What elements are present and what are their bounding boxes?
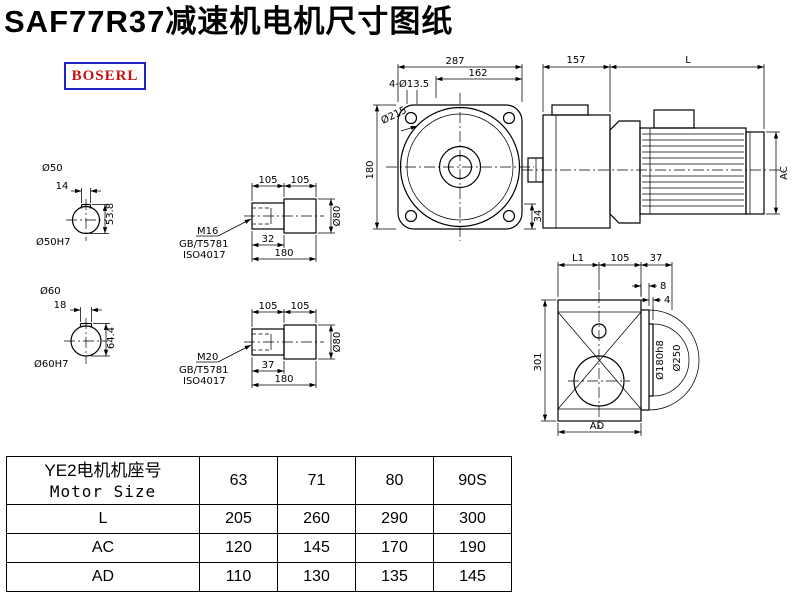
dim-front-height: 180 [365, 160, 376, 179]
shaft-end-view-m20: 105 105 37 180 Ø80 M20 GB/T5781 ISO4017 [179, 301, 343, 388]
dim-side-len1: 157 [566, 55, 585, 66]
brand-logo: BOSERL [64, 62, 146, 90]
col-header-71: 71 [277, 456, 356, 505]
motor-size-header-cn: YE2电机机座号 [44, 460, 162, 480]
cell-ac-90s: 190 [433, 533, 512, 563]
cell-ac-80: 170 [355, 533, 434, 563]
flange-square [397, 104, 523, 230]
bolt-hole [502, 209, 516, 223]
dim-d50-keyway-width: 14 [56, 181, 69, 192]
label-shaft2-std2: ISO4017 [183, 376, 226, 387]
dim-d60-keyway-width: 18 [54, 300, 67, 311]
dim-shaft1-len: 32 [262, 234, 275, 245]
fan-cover [745, 131, 765, 215]
col-header-80: 80 [355, 456, 434, 505]
label-shaft2-std1: GB/T5781 [179, 365, 229, 376]
front-view: 287 162 4-Ø13.5 Ø215 180 34 [365, 56, 544, 241]
row-label-ad: AD [6, 562, 200, 592]
page-title: SAF77R37减速机电机尺寸图纸 [4, 4, 454, 39]
flange-circle-d215 [399, 106, 521, 228]
dim-shaft2-seg2: 105 [290, 301, 309, 312]
row-label-ac: AC [6, 533, 200, 563]
dim-shaft1-seg2: 105 [290, 175, 309, 186]
flange-arc-d250 [648, 309, 700, 411]
dim-output-len1: L1 [572, 253, 584, 264]
motor-adapter [609, 120, 641, 224]
label-d50: Ø50 [42, 162, 63, 174]
dim-output-len2: 105 [610, 253, 629, 264]
dim-shaft2-total: 180 [274, 374, 293, 385]
dim-d60-height: 64.4 [106, 327, 117, 349]
row-label-l: L [6, 504, 200, 534]
dim-output-t3: 4 [664, 295, 670, 306]
label-d60: Ø60 [40, 285, 61, 297]
dim-front-width: 287 [445, 56, 464, 67]
section-view-d50: 14 53.8 Ø50 Ø50H7 [36, 162, 116, 248]
cell-ad-90s: 145 [433, 562, 512, 592]
dim-output-t1: 37 [650, 253, 663, 264]
dim-front-holes: 4-Ø13.5 [389, 78, 429, 90]
table-row-ad: AD 110 130 135 145 [6, 562, 512, 592]
dim-output-height: 301 [533, 352, 544, 371]
label-shaft1-std1: GB/T5781 [179, 239, 229, 250]
cell-ac-63: 120 [199, 533, 278, 563]
terminal-box [653, 109, 695, 129]
section-view-d60: 18 64.4 Ø60 Ø60H7 [34, 285, 117, 370]
dim-front-offset: 34 [533, 210, 544, 223]
bolt-hole [502, 111, 516, 125]
output-housing [557, 299, 642, 422]
bolt-hole [404, 111, 418, 125]
label-d60-fit: Ø60H7 [34, 358, 68, 370]
label-shaft1-thread: M16 [197, 226, 218, 237]
table-header-row: YE2电机机座号 Motor Size 63 71 80 90S [6, 456, 512, 505]
dim-shaft1-total: 180 [274, 248, 293, 259]
dim-shaft1-seg1: 105 [258, 175, 277, 186]
label-shaft2-thread: M20 [197, 352, 218, 363]
table-row-l: L 205 260 290 300 [6, 504, 512, 534]
dim-shaft2-len: 37 [262, 360, 275, 371]
spigot-arc-d180 [652, 323, 690, 397]
bore-circle-d50 [71, 205, 101, 235]
dim-side-len2: L [685, 55, 691, 66]
dim-side-height: AC [779, 166, 790, 180]
dim-front-width2: 162 [468, 68, 487, 79]
dim-shaft1-dia: Ø80 [331, 206, 343, 227]
dim-shaft2-dia: Ø80 [331, 332, 343, 353]
cell-l-71: 260 [277, 504, 356, 534]
dim-output-t2: 8 [660, 281, 666, 292]
bore-circle-d60 [70, 325, 102, 357]
dim-output-width: AD [590, 421, 605, 432]
cell-ad-63: 110 [199, 562, 278, 592]
motor-size-header-cell: YE2电机机座号 Motor Size [6, 456, 200, 505]
motor-size-header-en: Motor Size [49, 481, 157, 501]
cell-ac-71: 145 [277, 533, 356, 563]
motor-size-table: YE2电机机座号 Motor Size 63 71 80 90S L 205 2… [6, 456, 512, 592]
col-header-63: 63 [199, 456, 278, 505]
label-shaft1-std2: ISO4017 [183, 250, 226, 261]
dim-front-flange: Ø215 [379, 104, 408, 127]
gearbox-housing [542, 114, 611, 229]
side-view: 157 L AC [522, 55, 790, 229]
cell-l-80: 290 [355, 504, 434, 534]
cell-ad-71: 130 [277, 562, 356, 592]
bolt-hole [404, 209, 418, 223]
cell-l-90s: 300 [433, 504, 512, 534]
col-header-90s: 90S [433, 456, 512, 505]
dim-output-flange: Ø250 [671, 345, 683, 372]
cell-l-63: 205 [199, 504, 278, 534]
dim-shaft2-seg1: 105 [258, 301, 277, 312]
shaft-end-view-m16: 105 105 32 180 Ø80 M16 GB/T5781 ISO4017 [179, 175, 343, 262]
output-view: L1 105 37 8 4 301 Ø180h8 Ø250 AD [533, 253, 700, 436]
dim-output-spigot: Ø180h8 [654, 340, 666, 380]
table-row-ac: AC 120 145 170 190 [6, 533, 512, 563]
dim-d50-height: 53.8 [105, 203, 116, 225]
motor-body [639, 127, 747, 215]
cell-ad-80: 135 [355, 562, 434, 592]
label-d50-fit: Ø50H7 [36, 236, 70, 248]
